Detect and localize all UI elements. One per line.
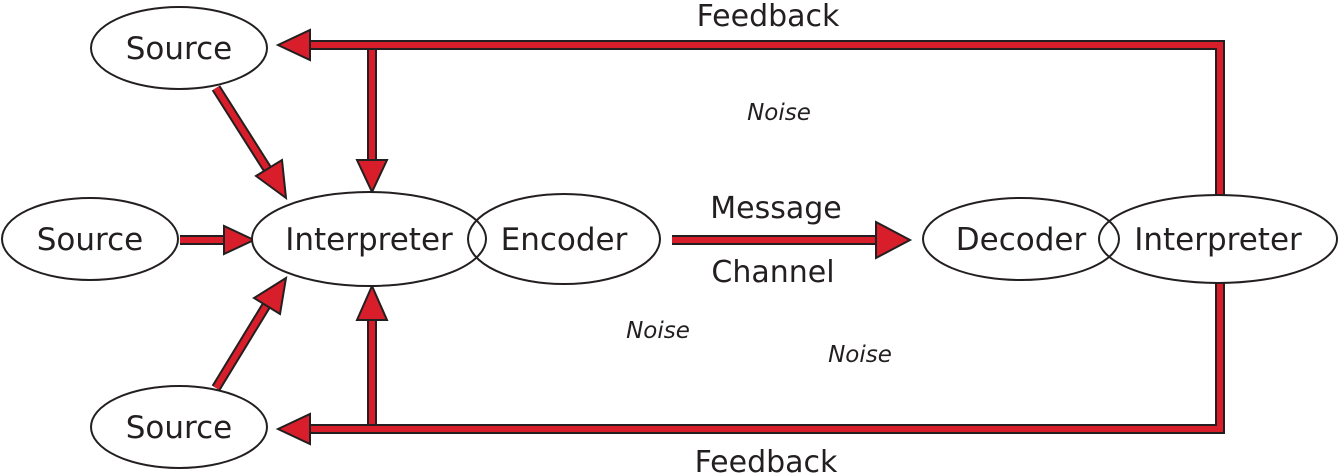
feedback-bottom-label: Feedback [695,445,838,476]
message-arrow [672,220,913,260]
feedback-bottom-branch-arrow [355,283,389,424]
source-bottom-node: Source [90,385,268,469]
source-middle-to-interpreter-arrow [180,224,257,256]
feedback-bottom-arrow [275,283,1225,446]
channel-label: Channel [711,255,834,290]
interpreter-left-node: Interpreter [251,191,487,287]
feedback-top-arrow [275,28,1225,195]
noise-bottom-label: Noise [828,342,892,368]
message-label: Message [710,191,841,226]
source-top-node: Source [90,6,268,90]
feedback-top-label: Feedback [697,0,840,34]
encoder-label: Encoder [501,222,628,258]
decoder-node: Decoder [922,197,1120,281]
feedback-top-branch-arrow [355,50,389,195]
interpreter-right-label: Interpreter [1134,222,1302,258]
interpreter-right-node: Interpreter [1098,194,1338,284]
source-top-to-interpreter-arrow [211,85,288,201]
encoder-node: Encoder [467,193,661,285]
noise-middle-label: Noise [626,318,690,344]
interpreter-left-label: Interpreter [285,222,453,258]
source-middle-label: Source [37,222,143,258]
source-bottom-label: Source [126,410,232,446]
source-bottom-to-interpreter-arrow [211,275,288,391]
source-middle-node: Source [1,197,179,281]
decoder-label: Decoder [956,222,1087,258]
noise-top-label: Noise [747,100,811,126]
source-top-label: Source [126,31,232,67]
